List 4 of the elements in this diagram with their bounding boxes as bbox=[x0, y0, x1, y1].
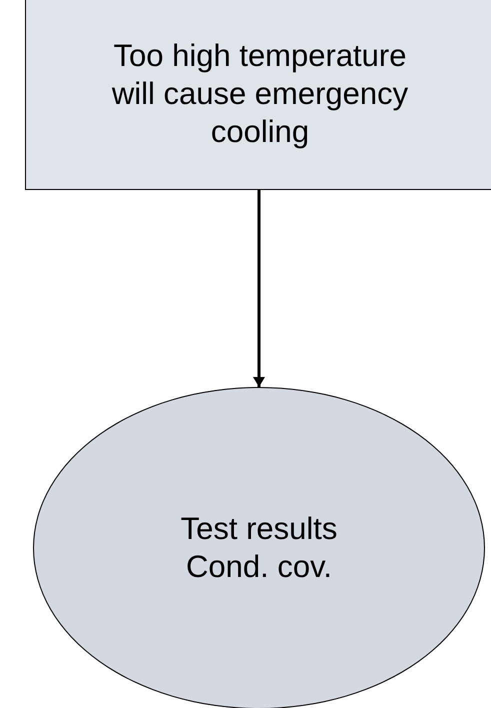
process-box bbox=[25, 0, 491, 190]
node-text: Test results Cond. cov. bbox=[180, 510, 338, 586]
node-text: Too high temperature will cause emergency cooling bbox=[110, 37, 410, 151]
arrow bbox=[253, 190, 265, 387]
